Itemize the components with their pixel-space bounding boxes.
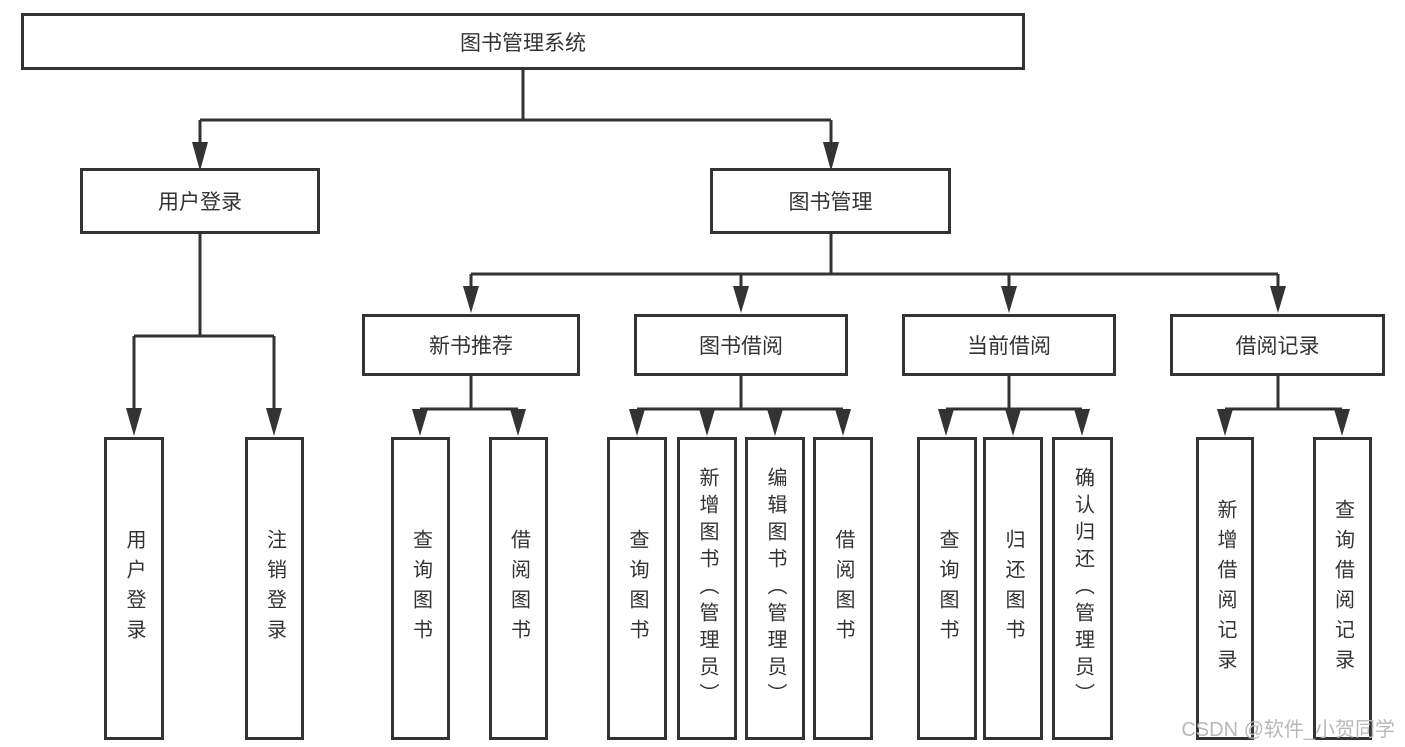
leaf-add-book-admin: 新增图书（管理员） xyxy=(677,437,737,740)
node-user-login: 用户登录 xyxy=(80,168,320,234)
leaf-add-borrow-record: 新增借阅记录 xyxy=(1196,437,1254,740)
node-current-borrow: 当前借阅 xyxy=(902,314,1116,376)
node-borrow-records: 借阅记录 xyxy=(1170,314,1385,376)
leaf-confirm-return-admin: 确认归还（管理员） xyxy=(1052,437,1113,740)
leaf-borrow-books-recommend: 借阅图书 xyxy=(489,437,548,740)
node-new-book-recommend: 新书推荐 xyxy=(362,314,580,376)
leaf-logout: 注销登录 xyxy=(245,437,304,740)
leaf-query-books-current: 查询图书 xyxy=(917,437,977,740)
leaf-borrow-books: 借阅图书 xyxy=(813,437,873,740)
node-book-borrow: 图书借阅 xyxy=(634,314,848,376)
leaf-return-book: 归还图书 xyxy=(983,437,1043,740)
csdn-watermark: CSDN @软件_小贺同学 xyxy=(1181,719,1395,741)
leaf-query-books-recommend: 查询图书 xyxy=(391,437,450,740)
node-book-management: 图书管理 xyxy=(710,168,951,234)
leaf-query-books-borrow: 查询图书 xyxy=(607,437,667,740)
leaf-query-borrow-record: 查询借阅记录 xyxy=(1313,437,1372,740)
leaf-user-login: 用户登录 xyxy=(104,437,164,740)
node-library-system: 图书管理系统 xyxy=(21,13,1025,70)
leaf-edit-book-admin: 编辑图书（管理员） xyxy=(745,437,805,740)
